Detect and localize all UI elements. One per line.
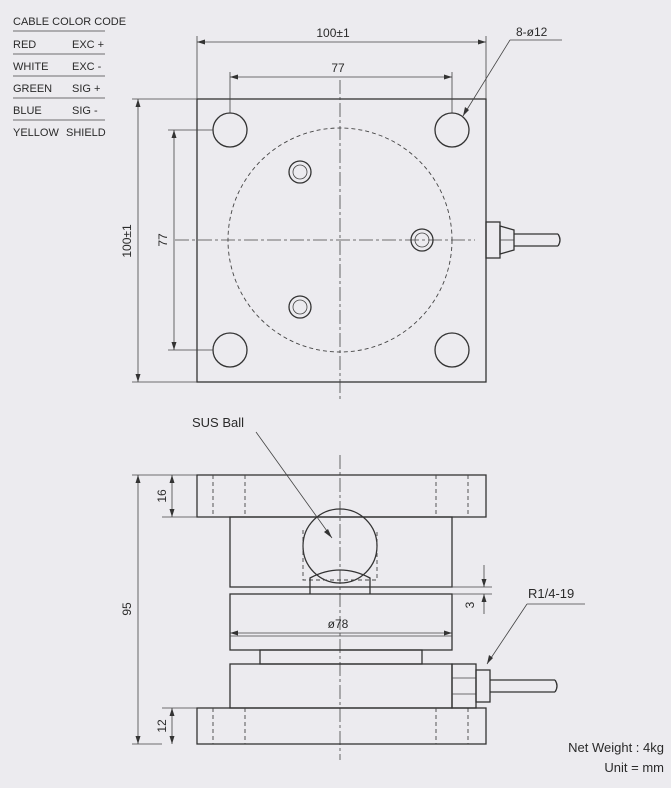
dim-gap: 3	[370, 565, 492, 614]
mounting-hole-bottom-left	[212, 332, 248, 368]
mounting-hole-bottom-right	[434, 332, 470, 368]
screw-right	[410, 228, 434, 252]
lower-block	[229, 663, 453, 709]
dim-gap-label: 3	[463, 601, 477, 608]
dim-height: 100±1	[120, 98, 197, 383]
legend-color-green: GREEN	[13, 83, 52, 95]
screw-bottom	[288, 295, 312, 319]
dim-top-plate-thickness-label: 16	[155, 489, 169, 503]
legend-color-blue: BLUE	[13, 105, 42, 117]
unit-note: Unit = mm	[604, 760, 664, 775]
notes: Net Weight : 4kg Unit = mm	[568, 740, 664, 775]
legend-color-white: WHITE	[13, 61, 48, 73]
dim-hole-spacing-x: 77	[229, 61, 453, 113]
screw-top	[288, 160, 312, 184]
upper-block	[229, 516, 453, 588]
dim-total-height-label: 95	[120, 602, 134, 616]
hole-callout-label: 8-ø12	[516, 25, 548, 39]
legend-signal-exc-minus: EXC -	[72, 61, 102, 73]
mounting-hole-top-right	[434, 112, 470, 148]
legend-signal-sig-plus: SIG +	[72, 83, 100, 95]
legend-signal-sig-minus: SIG -	[72, 105, 98, 117]
dim-bottom-plate-thickness-label: 12	[155, 719, 169, 733]
cable-connector-side	[451, 663, 558, 709]
legend-signal-shield: SHIELD	[66, 127, 106, 139]
cable-color-legend: CABLE COLOR CODE RED EXC + WHITE EXC - G…	[13, 16, 126, 139]
mounting-hole-top-left	[212, 112, 248, 148]
sus-ball-callout: SUS Ball	[192, 415, 333, 539]
connector-callout: R1/4-19	[486, 586, 585, 665]
top-plate-side	[196, 474, 487, 518]
legend-color-yellow: YELLOW	[13, 127, 59, 139]
top-plate-outline	[196, 98, 487, 383]
lower-neck	[259, 649, 423, 665]
dim-hole-spacing-x-label: 77	[331, 61, 345, 75]
dim-hole-spacing-y-label: 77	[156, 233, 170, 247]
dim-height-label: 100±1	[120, 224, 134, 258]
dim-bottom-plate-thickness: 12	[155, 707, 197, 744]
dim-width-label: 100±1	[316, 26, 350, 40]
connector-label: R1/4-19	[528, 586, 574, 601]
net-weight-note: Net Weight : 4kg	[568, 740, 664, 755]
dim-hole-spacing-y: 77	[156, 129, 213, 351]
ball-seat	[309, 569, 371, 594]
dim-body-diameter-label: ø78	[328, 617, 349, 631]
hole-callout: 8-ø12	[462, 25, 562, 117]
legend-signal-exc-plus: EXC +	[72, 39, 104, 51]
sus-ball-label: SUS Ball	[192, 415, 244, 430]
legend-title: CABLE COLOR CODE	[13, 16, 126, 28]
dim-body-diameter: ø78	[230, 617, 452, 636]
cable-gland-top-view	[485, 221, 561, 259]
legend-color-red: RED	[13, 39, 36, 51]
bottom-plate-side	[196, 707, 487, 745]
dim-top-plate-thickness: 16	[155, 474, 197, 518]
side-view: SUS Ball 16 95 12	[120, 415, 585, 760]
top-view: 100±1 77 8-ø12 100±1	[120, 25, 562, 400]
dim-total-height: 95	[120, 474, 162, 745]
dim-width: 100±1	[196, 26, 487, 99]
